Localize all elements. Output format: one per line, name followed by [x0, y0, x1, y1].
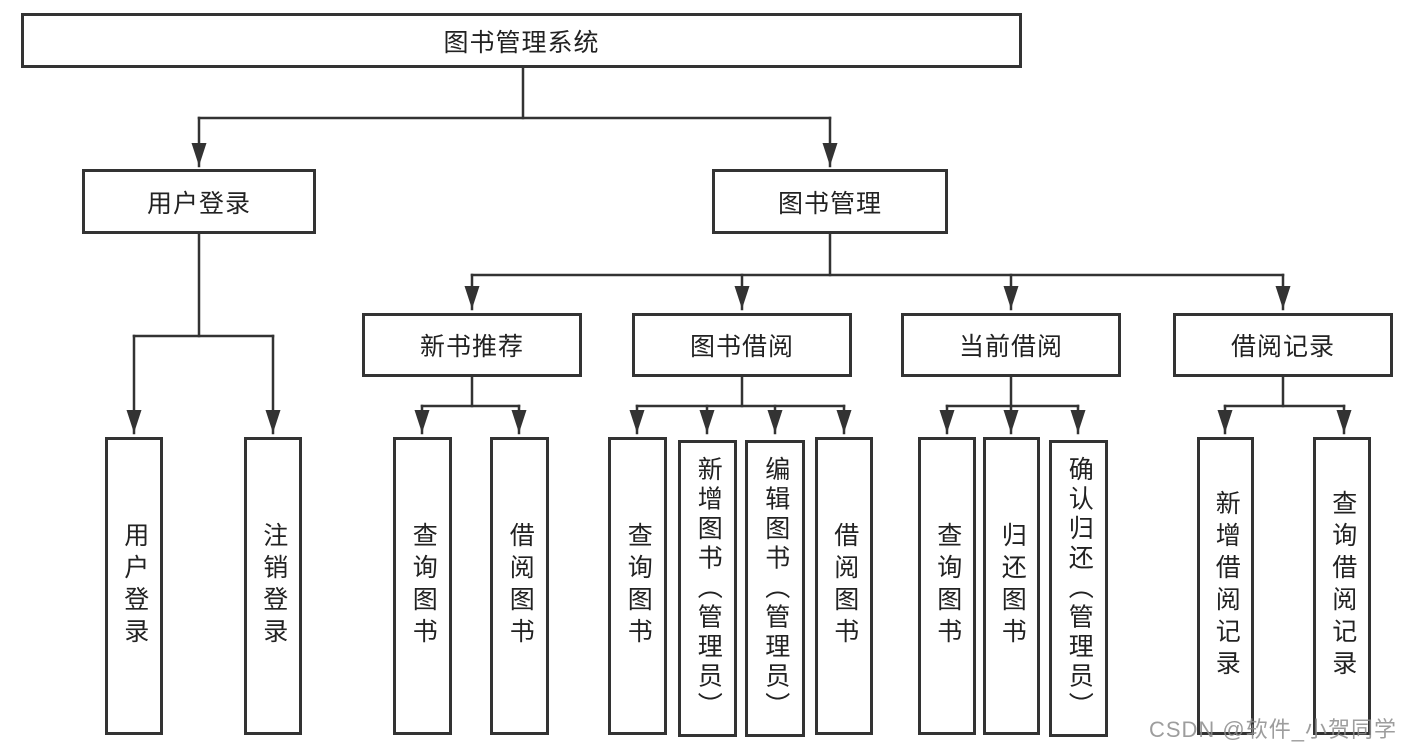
leaf-nb-borrow-books: 借阅图书	[490, 437, 549, 735]
leaf-bb-borrow-books: 借阅图书	[815, 437, 873, 735]
node-borrowing-records-label: 借阅记录	[1230, 333, 1335, 361]
node-book-management-label: 图书管理	[777, 189, 882, 218]
leaf-user-login: 用户登录	[105, 437, 163, 735]
leaf-bb-add-books-admin: 新增图书（管理员）	[678, 440, 737, 737]
leaf-br-query-borrow-record: 查询借阅记录	[1313, 437, 1371, 735]
node-current-borrowing-label: 当前借阅	[958, 333, 1063, 361]
node-book-borrowing-label: 图书借阅	[689, 333, 794, 361]
csdn-watermark: CSDN @软件_小贺同学	[1148, 717, 1397, 742]
leaf-cb-return-books-label: 归还图书	[998, 522, 1027, 650]
node-borrowing-records: 借阅记录	[1173, 313, 1393, 377]
leaf-bb-edit-books-admin: 编辑图书（管理员）	[745, 440, 805, 737]
leaf-logout-label: 注销登录	[259, 522, 288, 650]
leaf-nb-query-books-label: 查询图书	[409, 522, 438, 650]
leaf-cb-return-books: 归还图书	[983, 437, 1040, 735]
leaf-bb-query-books-label: 查询图书	[624, 522, 653, 650]
node-new-book-recommendation: 新书推荐	[362, 313, 582, 377]
node-library-system-root-label: 图书管理系统	[443, 28, 600, 57]
leaf-cb-query-books-label: 查询图书	[933, 522, 962, 650]
leaf-cb-confirm-return-admin: 确认归还（管理员）	[1049, 440, 1108, 737]
leaf-nb-query-books: 查询图书	[393, 437, 452, 735]
leaf-br-query-borrow-record-label: 查询借阅记录	[1328, 490, 1357, 682]
leaf-cb-confirm-return-admin-label: 确认归还（管理员）	[1065, 455, 1094, 722]
node-book-borrowing: 图书借阅	[632, 313, 852, 377]
node-user-login-label: 用户登录	[146, 189, 251, 218]
leaf-user-login-label: 用户登录	[120, 522, 149, 650]
node-current-borrowing: 当前借阅	[901, 313, 1121, 377]
node-library-system-root: 图书管理系统	[21, 13, 1022, 68]
leaf-bb-query-books: 查询图书	[608, 437, 667, 735]
leaf-br-add-borrow-record-label: 新增借阅记录	[1212, 490, 1241, 682]
leaf-logout: 注销登录	[244, 437, 302, 735]
leaf-br-add-borrow-record: 新增借阅记录	[1197, 437, 1254, 735]
node-book-management: 图书管理	[712, 169, 948, 234]
leaf-bb-edit-books-admin-label: 编辑图书（管理员）	[761, 455, 790, 722]
leaf-cb-query-books: 查询图书	[918, 437, 976, 735]
node-user-login: 用户登录	[82, 169, 316, 234]
leaf-bb-add-books-admin-label: 新增图书（管理员）	[694, 455, 723, 722]
leaf-bb-borrow-books-label: 借阅图书	[830, 522, 859, 650]
leaf-nb-borrow-books-label: 借阅图书	[506, 522, 535, 650]
node-new-book-recommendation-label: 新书推荐	[419, 333, 524, 361]
